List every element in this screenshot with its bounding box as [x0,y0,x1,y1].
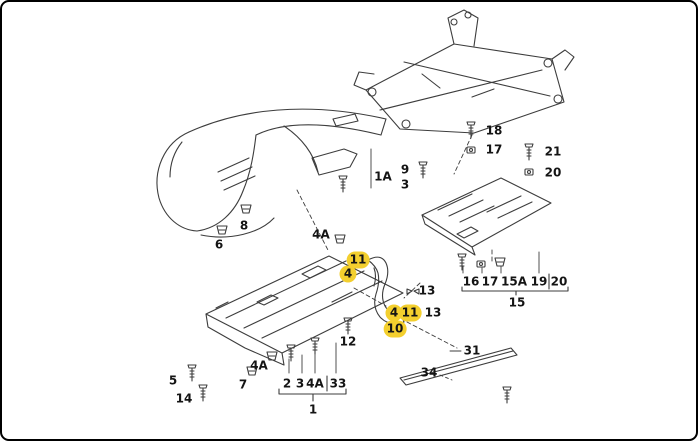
part-label-16[interactable]: 16 [462,274,480,289]
part-label-10[interactable]: 10 [383,320,407,338]
screw-icon [502,386,512,404]
main-panel-drawing [205,255,404,366]
clip-icon [266,351,278,361]
bumper-drawing [156,108,387,238]
part-label-33[interactable]: 33 [329,376,347,391]
part-label-11-upper[interactable]: 11 [346,251,370,269]
part-label-3-bottom[interactable]: 3 [295,376,305,391]
leader-lines [288,134,540,381]
screw-icon [187,364,197,382]
part-label-5[interactable]: 5 [168,373,178,388]
group-brackets [278,273,569,402]
part-label-20-bottom[interactable]: 20 [550,274,568,289]
part-label-15[interactable]: 15 [508,295,526,310]
part-label-4A-top[interactable]: 4A [312,227,330,242]
part-label-20-top[interactable]: 20 [544,165,562,180]
part-label-4A-left[interactable]: 4A [250,358,268,373]
part-label-13-lower[interactable]: 13 [424,305,442,320]
screw-icon [466,121,476,139]
part-label-8[interactable]: 8 [239,218,249,233]
part-label-13-upper[interactable]: 13 [418,283,436,298]
nut-icon [466,146,476,154]
part-label-2[interactable]: 2 [282,376,292,391]
part-label-3-top[interactable]: 3 [400,177,410,192]
nut-icon [524,168,534,176]
part-label-19[interactable]: 19 [530,274,548,289]
part-label-6[interactable]: 6 [214,237,224,252]
part-label-14[interactable]: 14 [175,391,193,406]
clip-icon [334,234,346,244]
clip-icon [494,257,506,267]
subframe-drawing [353,9,575,134]
screw-icon [418,161,428,179]
part-label-9[interactable]: 9 [400,162,410,177]
part-label-4-lower[interactable]: 4 [385,304,403,322]
part-label-31[interactable]: 31 [463,343,481,358]
part-label-11-lower[interactable]: 11 [398,304,422,322]
part-label-1[interactable]: 1 [308,402,318,417]
nut-icon [476,260,486,268]
part-label-21[interactable]: 21 [544,144,562,159]
part-label-17-top[interactable]: 17 [485,142,503,157]
part-label-1A[interactable]: 1A [374,169,392,184]
screw-icon [198,384,208,402]
part-label-34[interactable]: 34 [420,365,438,380]
screw-icon [524,143,534,161]
rear-panel-drawing [421,177,552,256]
part-label-4A-bottom[interactable]: 4A [306,376,324,391]
part-label-4-upper[interactable]: 4 [339,265,357,283]
screw-icon [457,253,467,271]
part-label-12[interactable]: 12 [339,334,357,349]
part-label-7[interactable]: 7 [238,377,248,392]
screw-icon [286,344,296,362]
part-label-15A[interactable]: 15A [501,274,527,289]
clip-icon [240,204,252,214]
part-label-17-bottom[interactable]: 17 [481,274,499,289]
strip-drawing [399,347,518,386]
clip-icon [216,225,228,235]
screw-icon [338,175,348,193]
part-label-18[interactable]: 18 [485,123,503,138]
